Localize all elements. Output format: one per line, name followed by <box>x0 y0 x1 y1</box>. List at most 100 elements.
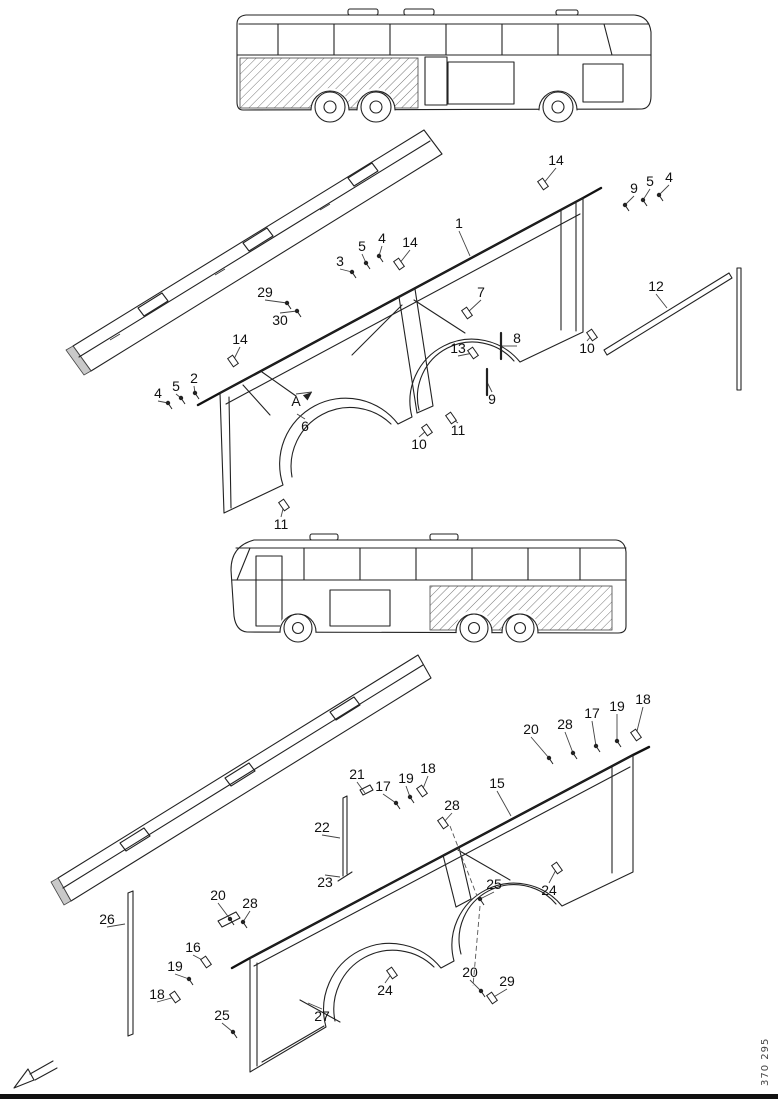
screw-icon <box>407 794 413 800</box>
callout-leader <box>279 310 298 314</box>
callout-28: 28 <box>242 895 258 911</box>
callout-17: 17 <box>375 778 391 794</box>
clip-icon <box>536 177 550 191</box>
callout-14: 14 <box>232 331 248 347</box>
callout-8: 8 <box>513 330 521 346</box>
vertical-strip-part-26 <box>127 890 134 1037</box>
direction-arrow-icon <box>13 1060 58 1089</box>
callout-30: 30 <box>272 312 288 328</box>
screw-icon <box>614 738 620 744</box>
callout-26: 26 <box>99 911 115 927</box>
callout-5: 5 <box>646 173 654 189</box>
clip-icon <box>460 306 474 320</box>
page-footer-rule <box>0 1094 778 1099</box>
callout-leader <box>217 902 231 920</box>
callout-10: 10 <box>579 340 595 356</box>
screw-icon <box>178 395 184 401</box>
callout-29: 29 <box>257 284 273 300</box>
callout-15: 15 <box>489 775 505 791</box>
trim-strip-part-12 <box>603 267 742 391</box>
callout-leader <box>307 1002 323 1010</box>
callout-4: 4 <box>665 169 673 185</box>
callout-28: 28 <box>557 716 573 732</box>
upper-panel-assembly <box>196 186 603 514</box>
screw-icon <box>284 300 290 306</box>
bus-side-view-middle <box>230 533 627 646</box>
screw-icon <box>165 400 171 406</box>
callout-leader <box>221 1022 234 1033</box>
callout-19: 19 <box>167 958 183 974</box>
callout-leader <box>321 834 341 839</box>
clip-icon <box>415 784 429 798</box>
callout-18: 18 <box>635 691 651 707</box>
screw-icon <box>593 743 599 749</box>
screw-icon <box>622 202 628 208</box>
callout-leader <box>479 891 495 900</box>
clip-icon <box>444 411 458 425</box>
clip-icon <box>485 991 499 1005</box>
screw-icon <box>376 253 382 259</box>
clip-icon <box>277 498 291 512</box>
screw-icon <box>570 750 576 756</box>
callout-24: 24 <box>541 882 557 898</box>
screw-icon <box>349 269 355 275</box>
callout-3: 3 <box>336 253 344 269</box>
upper-rail-part <box>65 129 443 376</box>
callout-12: 12 <box>648 278 664 294</box>
callout-28: 28 <box>444 797 460 813</box>
callout-14: 14 <box>402 234 418 250</box>
callout-20: 20 <box>523 721 539 737</box>
clip-icon <box>420 423 434 437</box>
clip-icon <box>392 257 406 271</box>
screw-icon <box>656 192 662 198</box>
clip-icon <box>385 966 399 980</box>
callout-11: 11 <box>451 422 466 438</box>
figure-number-label: 370 295 <box>760 1038 771 1086</box>
screw-icon <box>393 800 399 806</box>
screw-icon <box>186 976 192 982</box>
lower-rail-part <box>50 654 432 906</box>
callout-19: 19 <box>609 698 625 714</box>
clip-icon <box>226 354 240 368</box>
callout-22: 22 <box>314 819 330 835</box>
callout-6: 6 <box>301 418 309 434</box>
clip-icon <box>436 816 450 830</box>
callout-29: 29 <box>499 973 515 989</box>
callout-14: 14 <box>548 152 564 168</box>
callout-25: 25 <box>486 876 502 892</box>
callout-9: 9 <box>630 180 638 196</box>
callout-21: 21 <box>349 766 365 782</box>
callout-18: 18 <box>149 986 165 1002</box>
callout-5: 5 <box>172 378 180 394</box>
callout-leader <box>530 736 550 759</box>
screw-icon <box>192 390 198 396</box>
callout-13: 13 <box>450 340 466 356</box>
callout-20: 20 <box>462 964 478 980</box>
clip-icon <box>168 990 182 1004</box>
callout-1: 1 <box>455 215 463 231</box>
bus-side-view-top <box>236 8 652 126</box>
callout-7: 7 <box>477 284 485 300</box>
callout-leader <box>469 979 482 992</box>
callout-27: 27 <box>314 1008 330 1024</box>
callout-2: 2 <box>190 370 198 386</box>
screw-icon <box>294 308 300 314</box>
clip-icon <box>199 955 213 969</box>
callout-19: 19 <box>398 770 414 786</box>
callout-10: 10 <box>411 436 427 452</box>
callout-leader <box>655 293 668 309</box>
callout-24: 24 <box>377 982 393 998</box>
view-arrow-icon <box>302 392 312 401</box>
clip-icon <box>466 346 480 360</box>
screw-icon <box>477 896 483 902</box>
callout-25: 25 <box>214 1007 230 1023</box>
callout-11: 11 <box>274 516 289 532</box>
screw-icon <box>640 197 646 203</box>
callout-4: 4 <box>154 385 162 401</box>
callout-leader <box>295 391 313 395</box>
clip-icon <box>585 328 599 342</box>
callout-A: A <box>291 393 301 409</box>
callout-20: 20 <box>210 887 226 903</box>
callout-leader <box>496 790 512 817</box>
